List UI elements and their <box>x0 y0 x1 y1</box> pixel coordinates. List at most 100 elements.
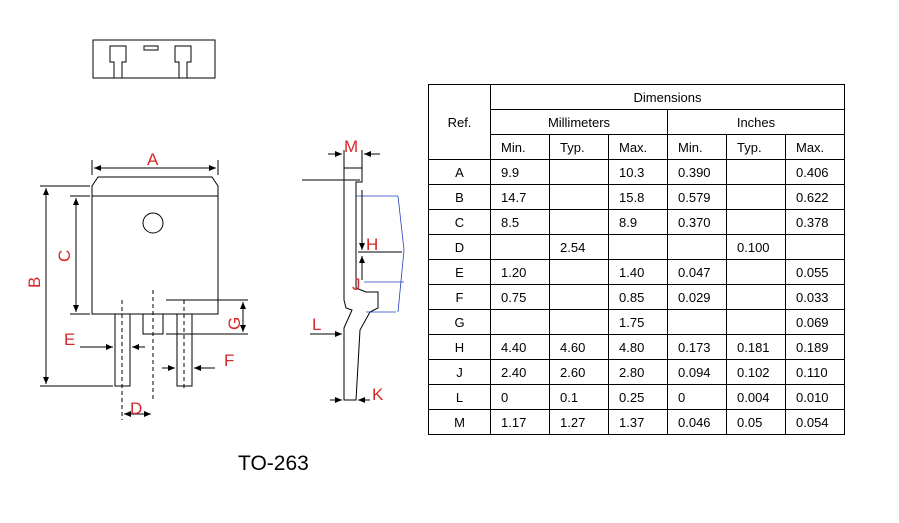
dim-label-k: K <box>372 385 384 404</box>
table-cell: 14.7 <box>490 184 550 210</box>
table-cell: 0.100 <box>726 234 786 260</box>
table-cell <box>549 184 609 210</box>
table-cell <box>549 284 609 310</box>
row-ref: C <box>428 209 491 235</box>
dim-label-d: D <box>130 399 142 418</box>
row-ref: M <box>428 409 491 435</box>
table-cell: 10.3 <box>608 159 668 185</box>
table-cell: 8.9 <box>608 209 668 235</box>
group-inches: Inches <box>667 109 845 135</box>
table-cell: 0.378 <box>785 209 845 235</box>
sub-header: Typ. <box>549 134 609 160</box>
table-cell: 0.390 <box>667 159 727 185</box>
table-cell <box>785 234 845 260</box>
row-ref: L <box>428 384 491 410</box>
sub-header: Typ. <box>726 134 786 160</box>
table-cell: 0.102 <box>726 359 786 385</box>
table-cell: 0.05 <box>726 409 786 435</box>
table-cell: 0.055 <box>785 259 845 285</box>
top-view <box>92 39 216 79</box>
package-label: TO-263 <box>238 452 309 475</box>
dim-label-b: B <box>25 277 44 288</box>
table-cell: 0.004 <box>726 384 786 410</box>
table-cell: 0.010 <box>785 384 845 410</box>
dim-label-g: G <box>225 317 244 330</box>
row-ref: A <box>428 159 491 185</box>
dim-label-f: F <box>224 351 234 370</box>
table-cell: 4.60 <box>549 334 609 360</box>
dim-label-l: L <box>312 315 321 334</box>
dim-label-c: C <box>55 250 74 262</box>
table-cell: 9.9 <box>490 159 550 185</box>
table-cell <box>667 309 727 335</box>
row-ref: B <box>428 184 491 210</box>
table-cell: 1.37 <box>608 409 668 435</box>
ref-header: Ref. <box>428 84 491 160</box>
row-ref: J <box>428 359 491 385</box>
table-cell <box>726 259 786 285</box>
table-cell <box>490 309 550 335</box>
sub-header: Max. <box>785 134 845 160</box>
table-cell: 1.40 <box>608 259 668 285</box>
table-cell <box>726 159 786 185</box>
sub-header: Min. <box>490 134 550 160</box>
table-cell: 2.60 <box>549 359 609 385</box>
table-cell <box>726 209 786 235</box>
table-cell: 1.75 <box>608 309 668 335</box>
table-cell <box>549 159 609 185</box>
table-cell: 0.189 <box>785 334 845 360</box>
sub-header: Max. <box>608 134 668 160</box>
table-cell: 0.406 <box>785 159 845 185</box>
dimensions-title: Dimensions <box>490 84 845 110</box>
table-cell: 0 <box>490 384 550 410</box>
table-cell: 0.094 <box>667 359 727 385</box>
table-cell: 2.80 <box>608 359 668 385</box>
table-cell: 0.054 <box>785 409 845 435</box>
table-cell <box>549 209 609 235</box>
table-cell: 4.80 <box>608 334 668 360</box>
table-row: G 1.75 0.069 <box>428 309 845 335</box>
table-cell: 0.622 <box>785 184 845 210</box>
dim-label-e: E <box>64 330 75 349</box>
table-cell <box>667 234 727 260</box>
row-ref: H <box>428 334 491 360</box>
table-cell: 2.54 <box>549 234 609 260</box>
table-cell: 2.40 <box>490 359 550 385</box>
table-cell: 15.8 <box>608 184 668 210</box>
table-cell: 0.579 <box>667 184 727 210</box>
table-cell: 1.20 <box>490 259 550 285</box>
table-cell <box>490 234 550 260</box>
table-cell <box>608 234 668 260</box>
dim-label-j: J <box>352 275 361 294</box>
table-cell: 0.25 <box>608 384 668 410</box>
row-ref: G <box>428 309 491 335</box>
front-view <box>40 160 248 420</box>
table-cell: 0.069 <box>785 309 845 335</box>
table-cell: 0.181 <box>726 334 786 360</box>
table-cell: 0.046 <box>667 409 727 435</box>
table-cell: 1.27 <box>549 409 609 435</box>
dimensions-table: Ref. Dimensions Millimeters Inches Min. … <box>428 84 845 435</box>
table-cell <box>726 309 786 335</box>
dim-label-a: A <box>147 150 159 169</box>
table-cell: 1.17 <box>490 409 550 435</box>
table-cell: 0 <box>667 384 727 410</box>
sub-header: Min. <box>667 134 727 160</box>
table-cell <box>726 184 786 210</box>
table-cell: 0.029 <box>667 284 727 310</box>
table-cell <box>726 284 786 310</box>
table-cell: 0.047 <box>667 259 727 285</box>
group-millimeters: Millimeters <box>490 109 668 135</box>
sub-header-row: Min. Typ. Max. Min. Typ. Max. <box>429 134 845 160</box>
table-cell: 0.173 <box>667 334 727 360</box>
